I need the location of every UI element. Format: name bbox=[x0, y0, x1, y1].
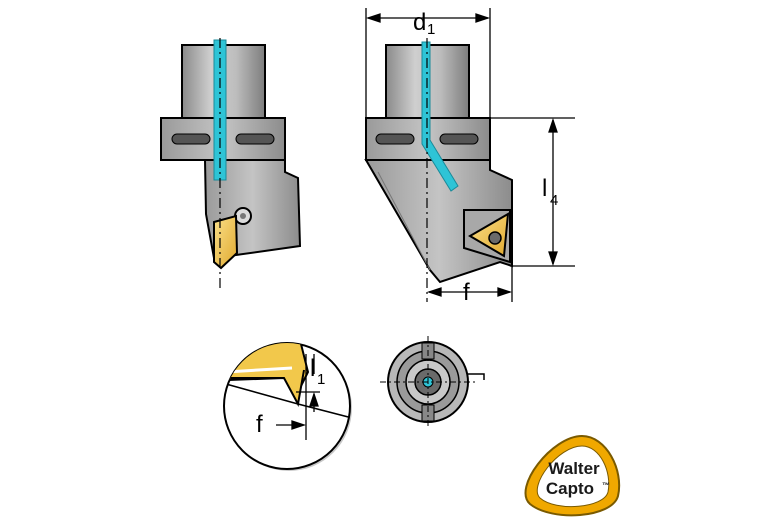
label-l4: l bbox=[542, 175, 547, 202]
f-dimension-top bbox=[426, 266, 513, 302]
logo-trademark: ™ bbox=[602, 481, 610, 490]
label-l4-sub: 4 bbox=[550, 192, 558, 209]
front-flange-slots bbox=[375, 133, 479, 145]
label-f-top: f bbox=[463, 279, 470, 306]
detail-cutting-tip bbox=[228, 369, 305, 408]
f-dimension-detail bbox=[276, 420, 307, 430]
d1-dimension bbox=[365, 8, 491, 118]
walter-capto-logo: Walter Capto ™ bbox=[524, 434, 621, 517]
coupling-end-view bbox=[380, 336, 485, 428]
side-insert bbox=[213, 214, 239, 270]
logo-line1: Walter bbox=[548, 459, 600, 478]
detail-view bbox=[223, 342, 352, 471]
label-l1-sub: 1 bbox=[317, 371, 325, 388]
label-l1: l bbox=[310, 355, 315, 382]
front-insert-screw bbox=[488, 231, 502, 245]
l1-dimension bbox=[296, 354, 320, 440]
side-view bbox=[160, 38, 302, 290]
label-d1-sub: 1 bbox=[427, 21, 435, 38]
label-d1: d bbox=[413, 9, 426, 36]
front-view bbox=[364, 8, 575, 302]
front-coolant-channel bbox=[421, 41, 459, 192]
logo-line2: Capto bbox=[546, 479, 594, 498]
side-flange-slots bbox=[171, 133, 275, 145]
l4-dimension bbox=[490, 117, 575, 267]
label-f-detail: f bbox=[256, 411, 263, 438]
